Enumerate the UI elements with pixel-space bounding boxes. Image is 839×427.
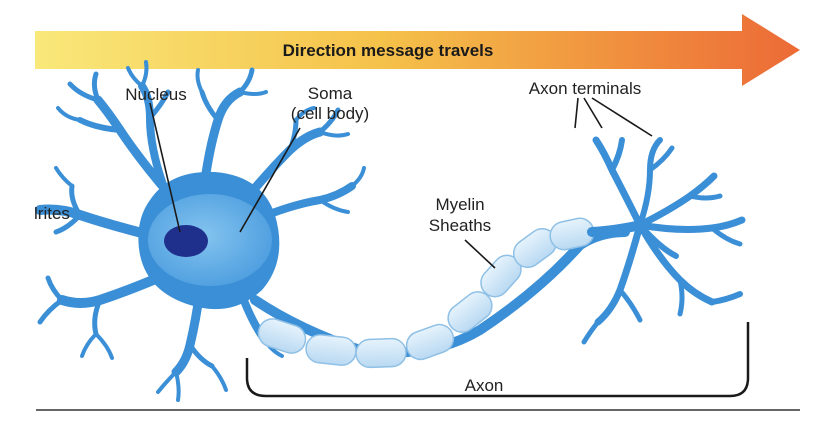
dendrites-label: lrites [34, 204, 70, 223]
direction-arrow: Direction message travels [35, 14, 800, 86]
nucleus-shape [164, 225, 208, 257]
axon-terminals-label: Axon terminals [529, 79, 641, 98]
myelin-sublabel: Sheaths [429, 216, 491, 235]
myelin-sheaths [257, 217, 595, 369]
leader-lines [149, 97, 653, 269]
soma [138, 171, 280, 310]
direction-arrow-shape [35, 14, 800, 86]
direction-arrow-label: Direction message travels [283, 41, 494, 60]
soma-label: Soma [308, 84, 353, 103]
axon-bracket [245, 322, 750, 398]
nucleus-label: Nucleus [125, 85, 186, 104]
soma-sublabel: (cell body) [291, 104, 369, 123]
axon-terminals [581, 136, 746, 345]
axon-label: Axon [465, 376, 504, 395]
myelin-label: Myelin [435, 195, 484, 214]
